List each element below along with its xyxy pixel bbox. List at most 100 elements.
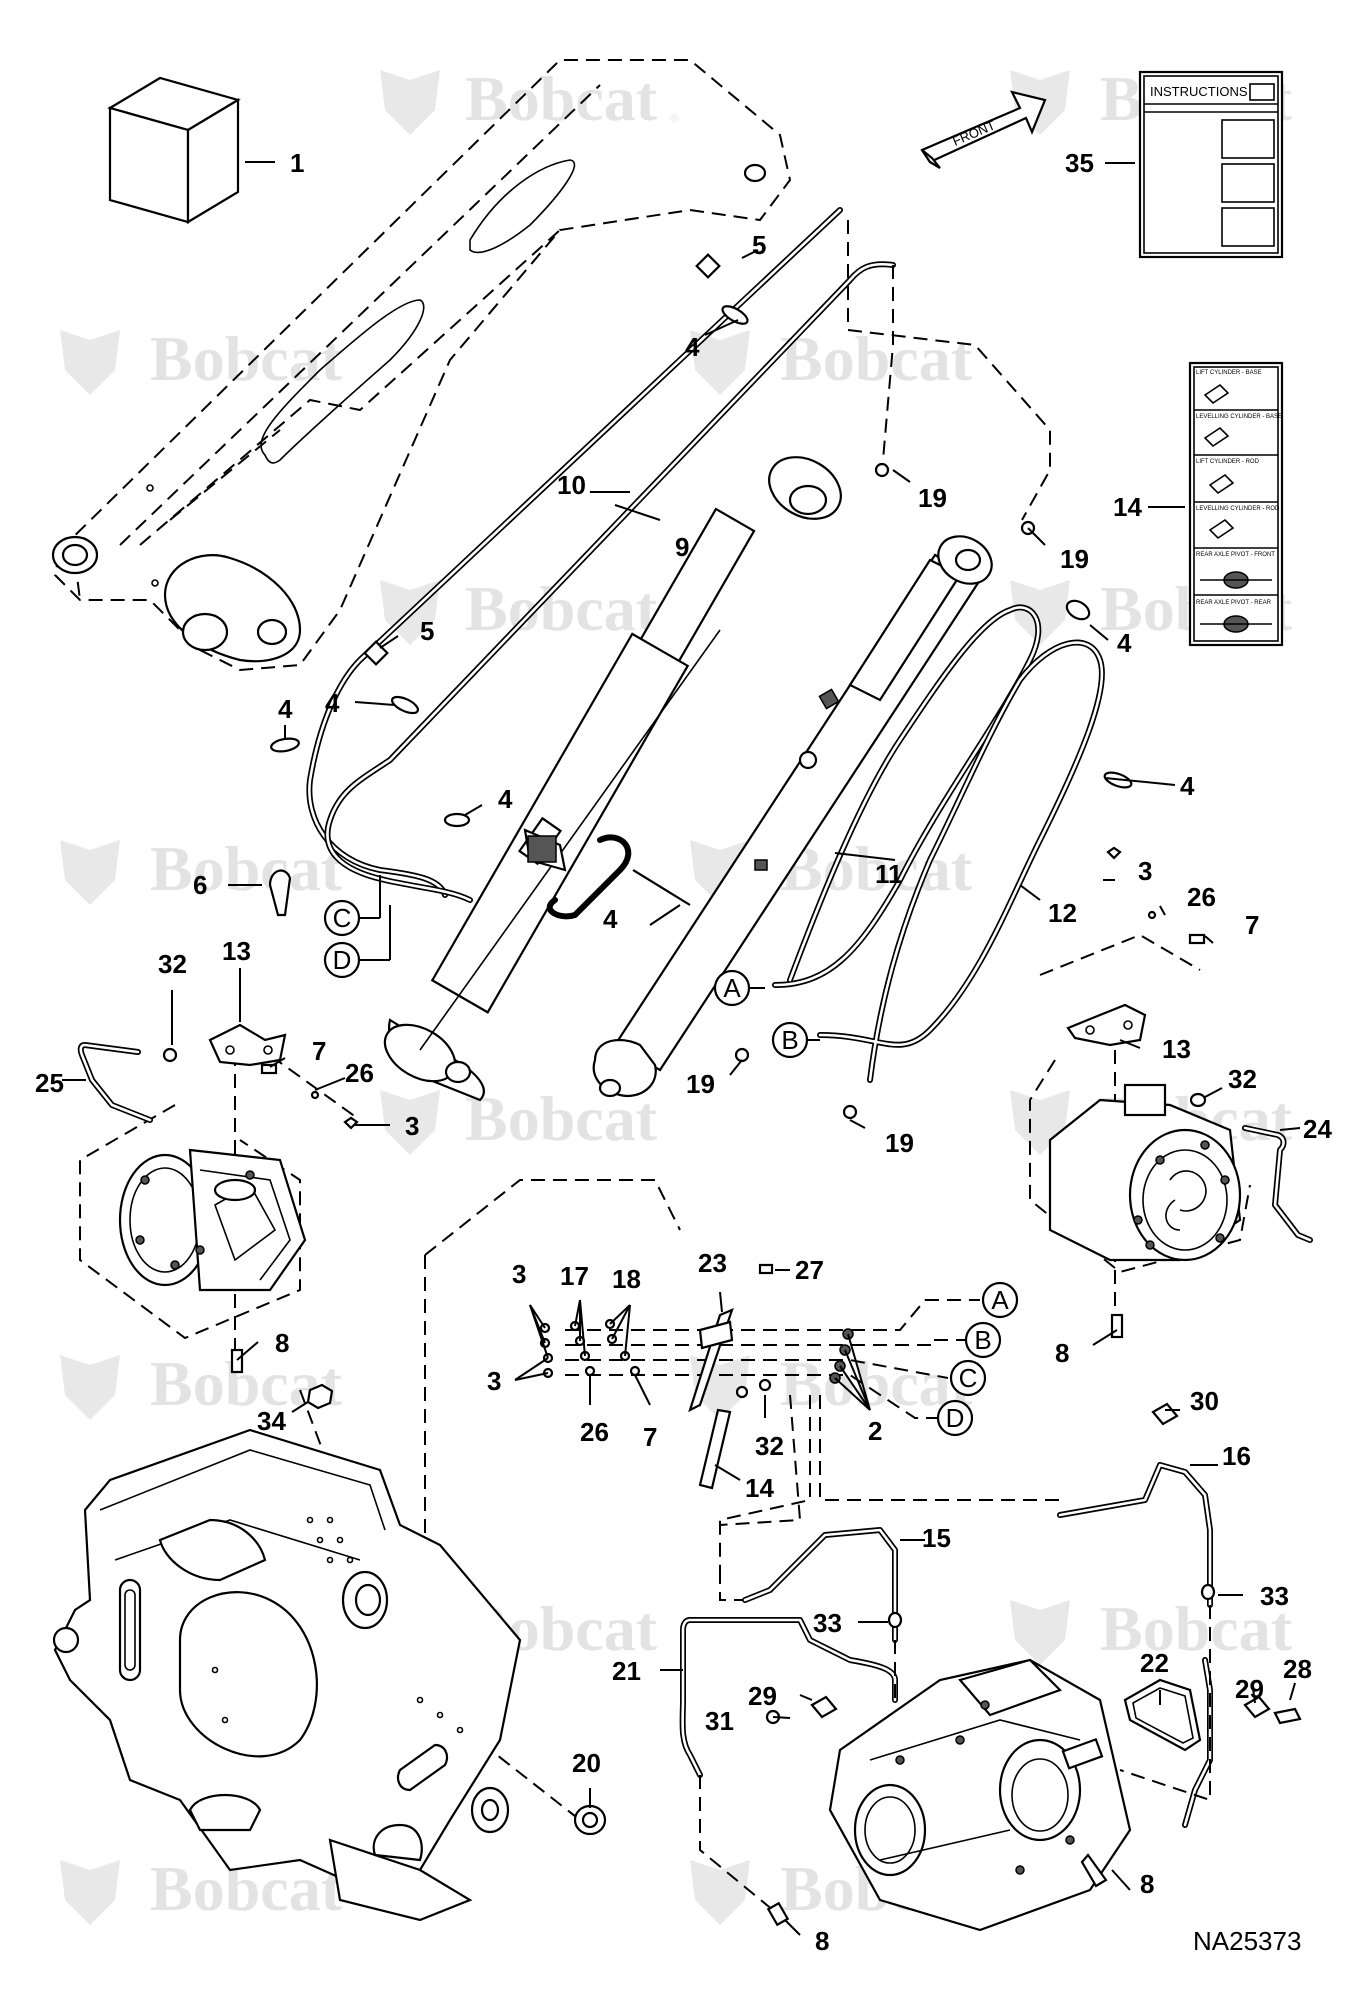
small-fittings[interactable] [270, 253, 1133, 1120]
drawing-number: NA25373 [1193, 1926, 1301, 1956]
connection-ref-d-bottom[interactable]: D [936, 1399, 974, 1437]
callout-4: 4 [325, 688, 340, 718]
part-15-tube[interactable] [742, 1527, 898, 1643]
callout-23: 23 [698, 1248, 727, 1278]
hose-routing-dash [882, 265, 894, 461]
decal-row: LIFT CYLINDER - ROD [1194, 459, 1278, 503]
callout-32: 32 [755, 1431, 784, 1461]
connection-ref-a-bottom[interactable]: A [981, 1281, 1019, 1319]
bobcat-logo-icon [60, 330, 120, 395]
part-16-tube[interactable] [1057, 1462, 1213, 1608]
part-9-tube[interactable] [324, 261, 896, 903]
watermark-12: Bobcat [690, 1348, 973, 1420]
decal-row: LEVELLING CYLINDER - ROD [1194, 506, 1280, 549]
connection-ref-b-bottom[interactable]: B [964, 1321, 1002, 1359]
bobcat-logo-icon [60, 1860, 120, 1925]
callout-32: 32 [1228, 1064, 1257, 1094]
callout-24: 24 [1303, 1114, 1332, 1144]
watermark-registered: ® [670, 111, 679, 125]
callout-13: 13 [222, 936, 251, 966]
part-13-bracket-left[interactable] [208, 1023, 287, 1067]
manifold-dash [719, 1395, 811, 1570]
connection-ref-d-top[interactable]: D [323, 941, 361, 979]
part-24-tube[interactable] [1242, 1125, 1313, 1243]
lift-arm-outline [51, 59, 792, 672]
callout-1: 1 [290, 148, 304, 178]
left-drive-motor[interactable] [118, 1148, 307, 1292]
part-1-kit-box[interactable] [107, 76, 275, 224]
right-small-fittings[interactable] [1106, 846, 1207, 1339]
hydrostatic-pump[interactable] [766, 1658, 1132, 1932]
front-arrow-label: FRONT [950, 117, 997, 148]
callout-7: 7 [312, 1036, 326, 1066]
callout-7: 7 [1245, 910, 1259, 940]
decal-row: REAR AXLE PIVOT - FRONT [1194, 552, 1278, 596]
callout-22: 22 [1140, 1648, 1169, 1678]
callout-18: 18 [612, 1264, 641, 1294]
callout-4: 4 [1180, 771, 1195, 801]
callout-9: 9 [675, 532, 689, 562]
callout-19: 19 [885, 1128, 914, 1158]
part-14-decal-strip[interactable] [698, 1408, 741, 1490]
callout-19: 19 [686, 1069, 715, 1099]
callout-3: 3 [1138, 856, 1152, 886]
watermark-text: Bobcat [150, 323, 343, 394]
levelling-cylinder[interactable] [592, 527, 1001, 1098]
callout-5: 5 [420, 616, 434, 646]
part-25-tube[interactable] [77, 1042, 153, 1123]
bobcat-logo-icon [690, 1860, 750, 1925]
connection-ref-c-top[interactable]: C [323, 899, 361, 937]
callout-11: 11 [875, 859, 903, 889]
callout-3: 3 [405, 1111, 419, 1141]
watermark-4: Bobcat [690, 323, 973, 395]
watermark-text: Bobcat [780, 323, 973, 394]
lift-cylinder-hoses[interactable] [523, 828, 632, 920]
decal-row-label: LIFT CYLINDER - ROD [1196, 459, 1260, 465]
right-drive-motor[interactable] [1048, 1083, 1242, 1262]
callout-4: 4 [1117, 628, 1132, 658]
manifold-block-23[interactable] [688, 1263, 774, 1413]
part-22-shield[interactable] [1123, 1657, 1213, 1828]
part-6-fitting[interactable] [228, 869, 292, 917]
watermark-1: Bobcat ® [380, 63, 679, 135]
part-12-hose[interactable] [817, 639, 1105, 1083]
ref-label: A [991, 1285, 1009, 1315]
callout-4: 4 [603, 904, 618, 934]
part-10-tube[interactable] [306, 207, 843, 898]
connection-ref-a-top[interactable]: A [713, 969, 751, 1007]
part-21-tube[interactable] [679, 1617, 898, 1778]
callout-17: 17 [560, 1261, 589, 1291]
part-35-instructions-sheet[interactable]: INSTRUCTIONS [1105, 70, 1284, 259]
callout-25: 25 [35, 1068, 64, 1098]
watermark-14: Bobcat [1010, 1593, 1293, 1665]
manifold-dash [565, 1359, 949, 1379]
manifold-dash [719, 1394, 802, 1526]
manifold-dash [565, 1299, 980, 1331]
part-13-bracket-right[interactable] [1066, 1003, 1147, 1047]
connection-ref-b-top[interactable]: B [771, 1021, 809, 1059]
connection-ref-c-bottom[interactable]: C [949, 1359, 987, 1397]
callout-31: 31 [705, 1706, 734, 1736]
callout-29: 29 [1235, 1674, 1264, 1704]
part-11-hose[interactable] [772, 604, 1042, 988]
bobcat-logo-icon [380, 70, 440, 135]
callout-33: 33 [1260, 1581, 1289, 1611]
part-20-bushing[interactable] [573, 1804, 607, 1836]
decal-row: LIFT CYLINDER - BASE [1194, 370, 1278, 411]
callout-8: 8 [1140, 1869, 1154, 1899]
callout-20: 20 [572, 1748, 601, 1778]
callout-3: 3 [487, 1366, 501, 1396]
tube-routing-dash [1119, 1605, 1211, 1802]
ref-label: C [959, 1363, 978, 1393]
left-small-fittings[interactable] [162, 1047, 359, 1374]
callout-28: 28 [1283, 1654, 1312, 1684]
lift-cylinder[interactable] [375, 445, 852, 1102]
callout-14: 14 [1113, 492, 1142, 522]
left-motor-dash [79, 1104, 301, 1340]
front-arrow: FRONT [920, 90, 1047, 169]
callout-8: 8 [815, 1926, 829, 1956]
callout-13: 13 [1162, 1034, 1191, 1064]
part-34-fitting[interactable] [291, 1383, 334, 1413]
part-14-decal[interactable]: LIFT CYLINDER - BASE LEVELLING CYLINDER … [1148, 361, 1284, 647]
watermark-15: Bobcat [60, 1853, 343, 1925]
